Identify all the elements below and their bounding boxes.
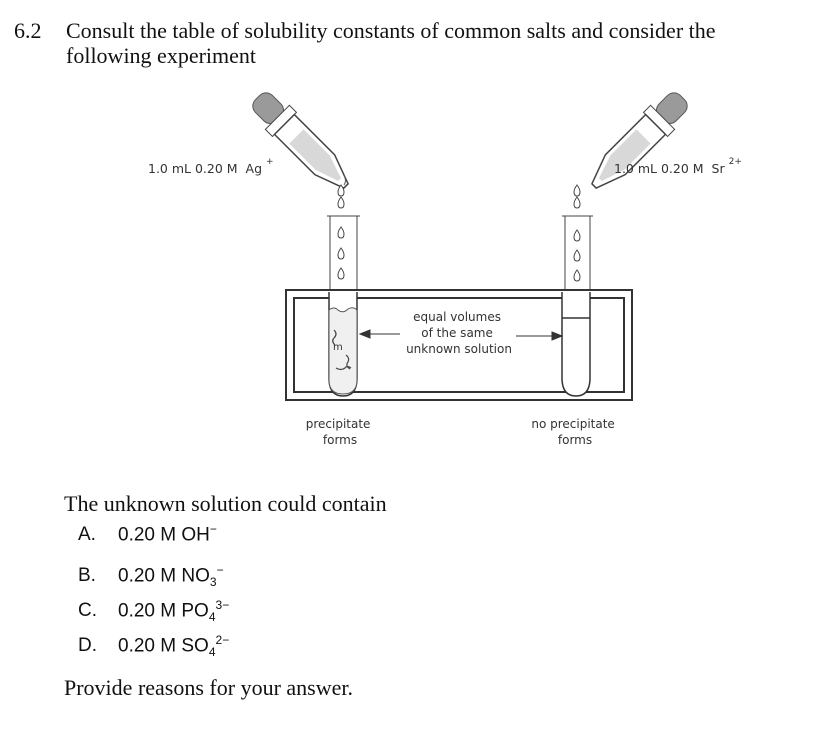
test-tube-rack <box>285 289 633 401</box>
right-test-tube <box>561 292 591 397</box>
center-arrows <box>358 329 564 341</box>
left-drop-column <box>327 184 360 290</box>
option-charge: − <box>209 522 217 536</box>
left-test-tube: m <box>328 292 358 397</box>
option-conc: 0.20 M <box>118 600 177 622</box>
svg-text:m: m <box>333 342 343 353</box>
option-letter: B. <box>78 565 96 587</box>
option-formula: PO <box>181 600 209 622</box>
option-letter: C. <box>78 600 97 622</box>
option-charge: 2− <box>215 633 230 647</box>
option-charge: − <box>216 563 224 577</box>
option-letter: D. <box>78 635 97 657</box>
question-text: Consult the table of solubility constant… <box>66 18 716 68</box>
option-formula: NO <box>181 565 210 587</box>
question-stem: The unknown solution could contain <box>64 491 387 516</box>
option-conc: 0.20 M <box>118 635 177 657</box>
center-label: equal volumes of the same unknown soluti… <box>406 310 512 356</box>
option-formula: OH <box>181 524 210 546</box>
right-result-label: no precipitate forms <box>531 417 618 447</box>
option-letter: A. <box>78 524 96 546</box>
closing-instruction: Provide reasons for your answer. <box>64 675 353 700</box>
option-formula: SO <box>181 635 209 657</box>
right-reagent-label: 1.0 mL 0.20 M Sr 2+ <box>614 157 742 176</box>
option-d: D. 0.20 M SO42− <box>78 633 229 659</box>
right-drop-column <box>562 184 593 290</box>
option-charge: 3− <box>215 598 230 612</box>
option-a: A. 0.20 M OH− <box>78 522 217 546</box>
left-result-label: precipitate forms <box>306 417 375 447</box>
option-subscript: 4 <box>208 645 216 660</box>
option-c: C. 0.20 M PO43− <box>78 598 229 624</box>
option-conc: 0.20 M <box>118 565 177 587</box>
left-dropper <box>252 92 349 189</box>
option-conc: 0.20 M <box>118 524 177 546</box>
left-reagent-label: 1.0 mL 0.20 M Ag + <box>148 157 274 176</box>
right-dropper <box>591 92 688 189</box>
option-subscript: 3 <box>209 575 217 590</box>
option-subscript: 4 <box>208 610 216 625</box>
question-number: 6.2 <box>14 18 42 43</box>
option-b: B. 0.20 M NO3− <box>78 563 224 589</box>
